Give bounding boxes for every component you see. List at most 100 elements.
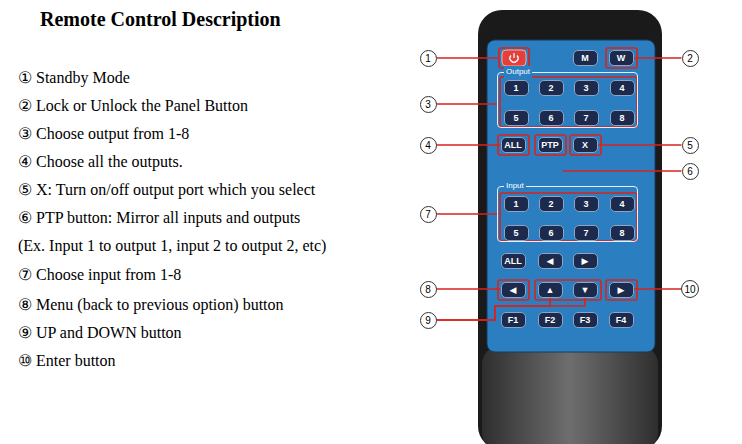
button-label: F3 [580,315,591,325]
highlight-box [535,135,566,155]
button-label: ▼ [581,285,590,295]
remote-button: 2 [539,196,564,212]
highlight-box [606,280,637,300]
highlight-box [498,135,529,155]
remote-button: 1 [504,196,529,212]
button-label: 7 [583,113,588,123]
button-group: Output12345678 [497,72,638,128]
remote-button: ALL [501,137,526,153]
callout-number: 5 [687,140,693,151]
remote-button: ALL [501,253,526,269]
description-line: ⑥ PTP button: Mirror all inputs and outp… [18,208,300,227]
leader-line [437,144,501,146]
button-label: 4 [619,83,624,93]
callout-circle: 8 [420,281,437,298]
button-label: 3 [583,199,588,209]
remote-button: F2 [538,312,563,328]
callout-number: 10 [684,284,695,295]
remote-button: 3 [574,196,599,212]
remote-body [478,10,662,444]
description-line: ① Standby Mode [18,68,130,87]
description-line: ⑩ Enter button [18,351,116,370]
description-line: (Ex. Input 1 to output 1, input 2 to out… [18,237,326,255]
callout-circle: 9 [420,312,437,329]
leader-line [634,57,682,59]
power-button [502,50,526,66]
callout-circle: 10 [681,280,699,298]
leader-line [634,288,682,290]
highlight-box [570,135,601,155]
button-label: ◀ [547,256,554,266]
highlight-box [535,280,601,300]
remote-button: ◀ [538,253,563,269]
callout-circle: 6 [682,163,699,180]
remote-body [482,346,658,444]
callout-number: 7 [425,209,431,220]
power-button [502,50,526,66]
button-label: F4 [616,315,627,325]
button-label: 8 [619,228,624,238]
page-title: Remote Control Description [40,8,281,31]
button-group: Input12345678 [497,186,638,242]
callout-number: 2 [687,53,693,64]
remote-button: 6 [539,225,564,241]
description-line: ⑤ X: Turn on/off output port which you s… [18,180,315,199]
button-label: M [581,53,589,63]
group-label: Output [504,66,532,78]
description-line: ⑧ Menu (back to previous option) button [18,295,284,314]
leader-line [437,57,499,59]
callout-circle: 2 [682,50,699,67]
remote-button: 7 [574,110,599,126]
highlight-box [498,280,529,300]
remote-button: 6 [539,110,564,126]
power-button [513,53,514,58]
remote-button: PTP [538,137,563,153]
callout-number: 4 [425,140,431,151]
remote-button: ▶ [573,253,598,269]
remote-button: 1 [504,80,529,96]
callout-circle: 3 [420,96,437,113]
button-label: 1 [513,83,518,93]
button-label: 3 [583,83,588,93]
button-label: 4 [619,199,624,209]
callout-number: 8 [425,284,431,295]
button-label: ▲ [546,285,555,295]
highlight-box [498,48,637,300]
callout-number: 3 [425,99,431,110]
callout-circle: 4 [420,137,437,154]
remote-button: 4 [610,80,635,96]
remote-button: 7 [574,225,599,241]
callout-circle: 1 [420,50,437,67]
callout-number: 9 [425,315,431,326]
button-label: 5 [513,228,518,238]
leader-line [563,170,682,172]
button-label: ◀ [510,285,517,295]
remote-body [478,10,662,444]
description-line: ⑨ UP and DOWN button [18,323,182,342]
group-label: Input [504,180,526,192]
description-line: ⑦ Choose input from 1-8 [18,265,181,284]
leader-line [437,103,498,105]
remote-button: 4 [610,196,635,212]
button-label: ALL [504,256,522,266]
button-label: 5 [513,113,518,123]
button-label: F2 [545,315,556,325]
remote-button: ▼ [573,282,598,298]
button-label: F1 [508,315,519,325]
remote-button: F4 [609,312,634,328]
leader-line [437,213,498,215]
button-label: 1 [513,199,518,209]
remote-button: 8 [610,110,635,126]
leader-line [437,58,499,59]
button-label: ▶ [582,256,589,266]
remote-button: X [573,137,598,153]
callout-circle: 7 [420,206,437,223]
remote-button: ◀ [501,282,526,298]
leader-line [437,298,551,320]
button-label: W [617,53,626,63]
button-label: X [582,140,588,150]
remote-button: F1 [501,312,526,328]
button-label: 8 [619,113,624,123]
remote-button: F3 [573,312,598,328]
